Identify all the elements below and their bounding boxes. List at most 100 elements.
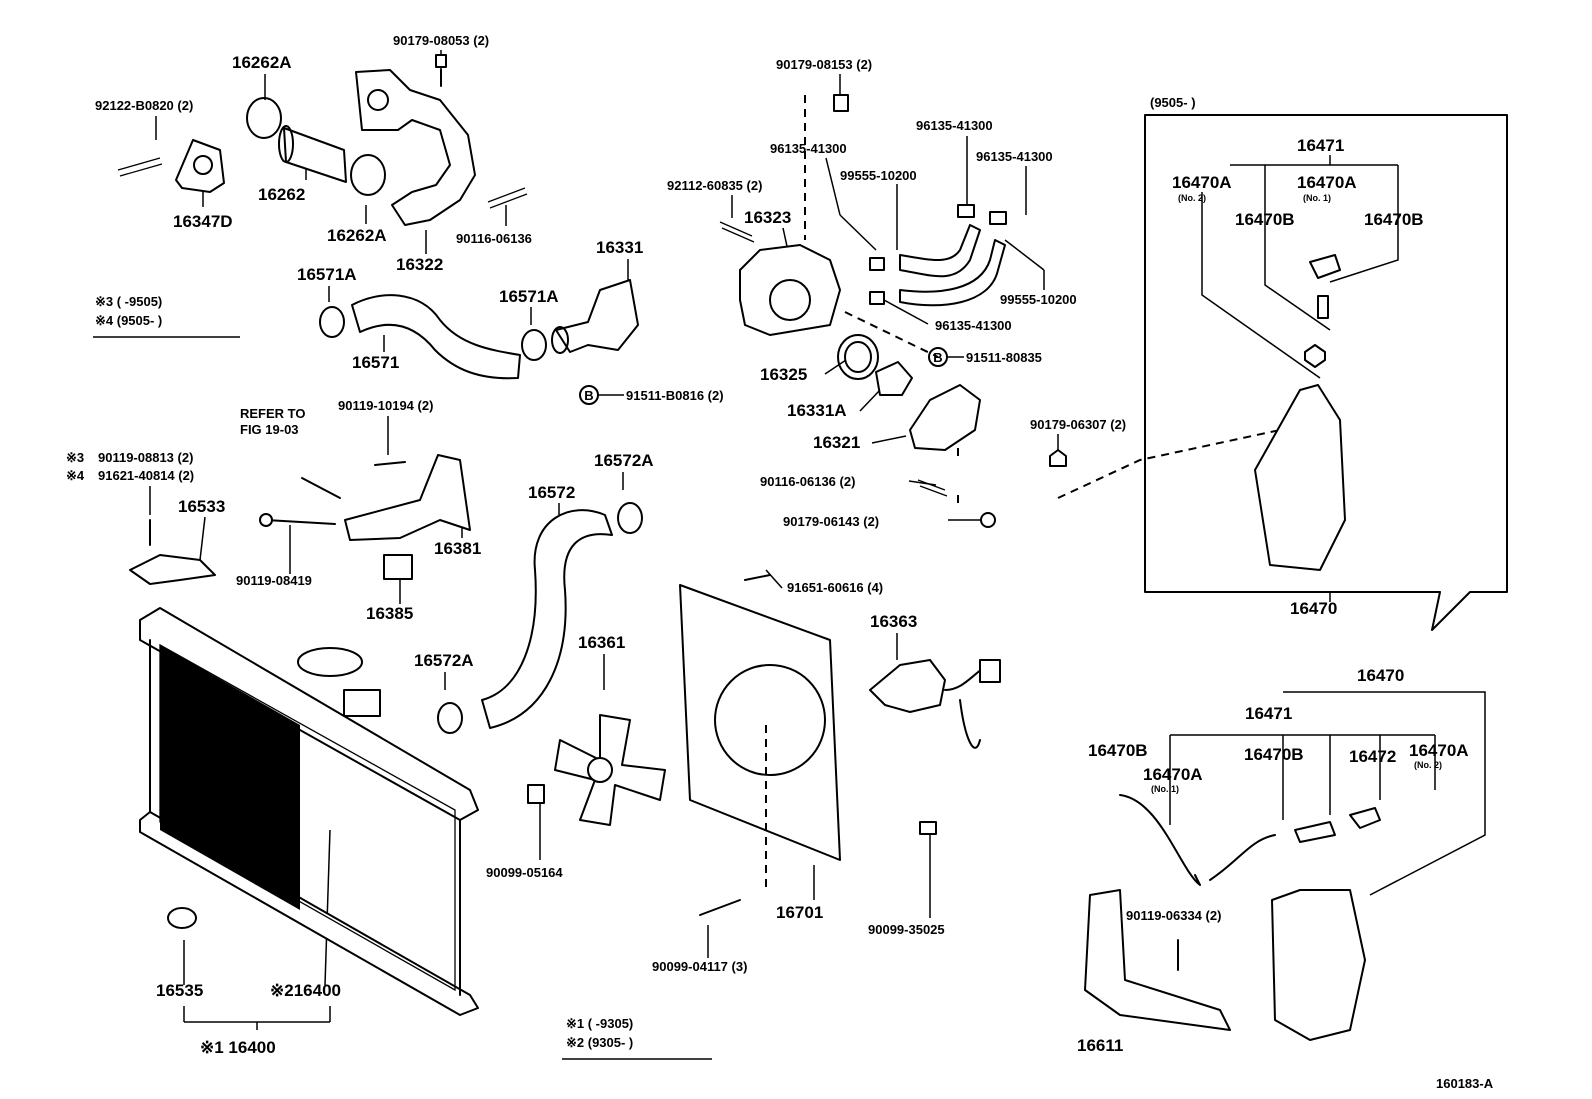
hose-16262-end: [278, 125, 294, 163]
clamp-16262a-top: [246, 97, 282, 139]
radiator-top-tank: [139, 607, 479, 821]
gasket-hole: [193, 155, 213, 175]
radiator-inlet: [343, 689, 381, 717]
inset-label-16471: 16471: [1297, 136, 1344, 155]
water-outlet-16323: [739, 244, 841, 336]
reservoir-hose-16470a: [1119, 794, 1201, 886]
bolt-head-08419: [259, 513, 273, 527]
inset-lead-c: [1329, 165, 1399, 283]
label-16571: 16571: [352, 353, 399, 372]
label-90116-06136-a: 90116-06136: [456, 231, 532, 246]
label-90099-05164: 90099-05164: [486, 865, 563, 880]
water-pipe-16322: [355, 69, 476, 226]
reservoir-label-16470b-left: 16470B: [1088, 741, 1148, 760]
label-90099-04117: 90099-04117 (3): [652, 959, 747, 974]
figure-code: 160183-A: [1436, 1076, 1494, 1091]
nut-90179-06307: [1049, 449, 1067, 467]
drain-16535: [167, 907, 197, 929]
label-16571a-left: 16571A: [297, 265, 357, 284]
label-16321: 16321: [813, 433, 860, 452]
inset-label-16470b-right: 16470B: [1364, 210, 1424, 229]
label-96135-41300-d: 96135-41300: [935, 318, 1012, 333]
leader-line: [883, 299, 929, 325]
leader-line: [871, 435, 907, 444]
inset-lead-b: [1264, 165, 1331, 331]
reservoir-drops: [1169, 735, 1436, 825]
radiator-cap: [297, 647, 363, 677]
label-16325: 16325: [760, 365, 807, 384]
nut-90179-08153: [833, 94, 849, 112]
label-92112-60835: 92112-60835 (2): [667, 178, 762, 193]
leader-line: [824, 359, 847, 375]
stud-92112: [719, 221, 755, 243]
label-16361: 16361: [578, 633, 625, 652]
clamp-16571a-right: [521, 329, 547, 361]
label-16533: 16533: [178, 497, 225, 516]
outlet-port: [769, 279, 811, 321]
note-period-2: ※2 (9305- ): [566, 1035, 633, 1050]
thermostat-16331a: [875, 361, 913, 396]
gasket-16325: [837, 334, 879, 380]
inset-reservoir: [1254, 384, 1346, 571]
stud-90116-06136: [487, 187, 528, 209]
label-90099-35025: 90099-35025: [868, 922, 945, 937]
motor-16363: [869, 659, 946, 713]
clamp-16572a-left: [437, 702, 463, 734]
note-refer-to: REFER TO: [240, 406, 306, 421]
bolt-90119-08419: [265, 519, 336, 525]
label-16323: 16323: [744, 208, 791, 227]
reservoir-label-16470b-mid: 16470B: [1244, 745, 1304, 764]
inset-callout-box: [1144, 114, 1508, 631]
label-16572a-top: 16572A: [594, 451, 654, 470]
reservoir-label-16470a-left: 16470A: [1143, 765, 1203, 784]
label-16363: 16363: [870, 612, 917, 631]
cushion-16385: [383, 554, 413, 580]
bolt-91651: [744, 574, 771, 581]
bolt-refer: [301, 477, 341, 499]
label-91651-60616: 91651-60616 (4): [787, 580, 883, 595]
inset-label-no2: (No. 2): [1178, 193, 1206, 203]
reservoir-label-16471: 16471: [1245, 704, 1292, 723]
label-16571a-right: 16571A: [499, 287, 559, 306]
label-99555-10200-b: 99555-10200: [1000, 292, 1077, 307]
leader-line: [324, 829, 331, 986]
label-90179-06307: 90179-06307 (2): [1030, 417, 1126, 432]
label-16400-note2: ※216400: [270, 981, 341, 1000]
clamp-96135-c: [989, 211, 1007, 225]
note-period-4: ※4 (9505- ): [95, 313, 162, 328]
label-96135-41300-c: 96135-41300: [976, 149, 1053, 164]
leader-line: [825, 157, 841, 216]
label-16572: 16572: [528, 483, 575, 502]
label-16262a-bottom: 16262A: [327, 226, 387, 245]
support-16533: [129, 554, 216, 585]
label-91511-80835: 91511-80835: [966, 350, 1042, 365]
shroud-ring: [714, 664, 826, 776]
inset-hose-16470b: [1309, 254, 1341, 279]
clamp-16571a-left: [319, 306, 345, 338]
inset-period: (9505- ): [1150, 95, 1196, 110]
label-99555-10200-a: 99555-10200: [840, 168, 917, 183]
bolt-90099-04117: [699, 899, 741, 916]
reservoir-cap-assy: [1294, 821, 1336, 843]
nut-90179-08053: [435, 54, 447, 68]
label-16381: 16381: [434, 539, 481, 558]
leader-line: [765, 569, 783, 589]
reservoir-tank-16470: [1271, 889, 1366, 1041]
note-fig-19-03: FIG 19-03: [240, 422, 299, 437]
inlet-16331-end: [551, 326, 569, 354]
clamp-16262a-bottom: [350, 154, 386, 196]
label-96135-41300-a: 96135-41300: [770, 141, 847, 156]
clamp-96135-d: [869, 291, 885, 305]
nut-90099-05164: [527, 784, 545, 804]
label-16701: 16701: [776, 903, 823, 922]
inset-lead-a: [1201, 192, 1321, 379]
reservoir-label-90119-06334: 90119-06334 (2): [1126, 908, 1221, 923]
hose-99555-b: [899, 239, 1006, 307]
reservoir-label-16470a-right: 16470A: [1409, 741, 1469, 760]
inset-label-16470a-left: 16470A: [1172, 173, 1232, 192]
label-16331a: 16331A: [787, 401, 847, 420]
bolt-90119-10194: [374, 461, 406, 466]
label-90179-06143: 90179-06143 (2): [783, 514, 879, 529]
label-91511-b0816: 91511-B0816 (2): [626, 388, 724, 403]
motor-connector: [979, 659, 1001, 683]
